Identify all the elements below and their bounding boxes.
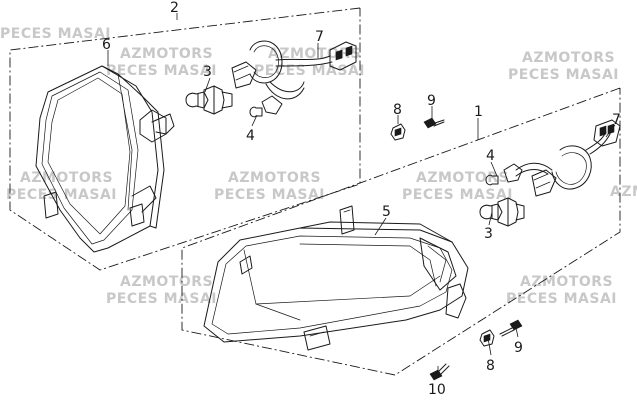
callout-2: 2	[170, 0, 179, 16]
watermark-line1: AZMOTORS	[520, 274, 613, 290]
watermark-line2: PECES MASAI	[506, 291, 617, 307]
callout-6: 6	[102, 37, 111, 53]
callout-numbers: 2 1 6 3 4 7 8 9 5 4 3 7 8 9 10	[102, 0, 621, 398]
part-4-small-bulb-lower	[485, 174, 499, 186]
part-3-bulb-upper	[185, 85, 233, 115]
watermark-line1: AZMOTORS	[610, 184, 637, 200]
watermark-line2: PECES MASAI	[0, 26, 111, 42]
part-9-screw-upper	[423, 117, 445, 129]
watermark-line2: PECES MASAI	[214, 187, 325, 203]
callout-5: 5	[382, 204, 391, 220]
part-6-front-headlamp	[35, 65, 175, 253]
assembly-1-outline	[181, 87, 621, 376]
group-boxes	[9, 7, 621, 376]
callout-4: 4	[246, 128, 255, 144]
watermark-line1: AZMOTORS	[20, 170, 113, 186]
watermark-line1: AZMOTORS	[416, 170, 509, 186]
part-8-clip-nut-upper	[390, 123, 406, 141]
watermark-line1: AZMOTORS	[120, 46, 213, 62]
part-4-small-bulb-upper	[249, 106, 263, 118]
watermark-line2: PECES MASAI	[106, 291, 217, 307]
part-8-clip-nut-lower	[479, 329, 495, 347]
callout-9: 9	[514, 340, 523, 356]
part-7-wiring-harness-upper	[231, 40, 357, 115]
assembly-2-outline	[9, 7, 361, 271]
part-9-screw-lower	[499, 319, 523, 337]
callout-8: 8	[393, 102, 402, 118]
watermark-line2: PECES MASAI	[6, 187, 117, 203]
callout-10: 10	[428, 382, 446, 398]
watermark-line1: AZMOTORS	[228, 170, 321, 186]
part-10-bolt	[429, 363, 450, 381]
callout-9: 9	[427, 93, 436, 109]
callout-7: 7	[315, 29, 324, 45]
callout-1: 1	[474, 104, 483, 120]
callout-3: 3	[203, 64, 212, 80]
callout-3: 3	[484, 226, 493, 242]
part-5-main-headlamp	[203, 205, 469, 351]
callout-7: 7	[612, 112, 621, 128]
part-3-bulb-lower	[479, 197, 525, 227]
watermark-line2: PECES MASAI	[106, 63, 217, 79]
callout-8: 8	[486, 358, 495, 374]
callout-4: 4	[486, 148, 495, 164]
part-7-wiring-harness-lower	[503, 119, 621, 197]
watermark-line1: AZMOTORS	[120, 274, 213, 290]
watermark-line2: PECES MASAI	[402, 187, 513, 203]
watermarks: PECES MASAI AZMOTORS PECES MASAI AZMOTOR…	[0, 26, 637, 307]
watermark-line1: AZMOTORS	[522, 50, 615, 66]
watermark-line2: PECES MASAI	[508, 67, 619, 83]
